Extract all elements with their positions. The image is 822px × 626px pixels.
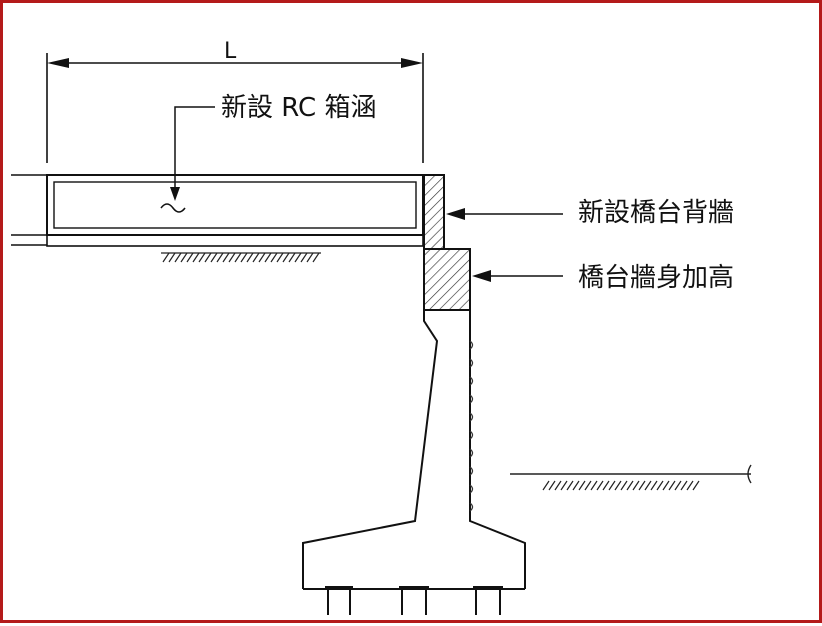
abutment-raise-label: 橋台牆身加高 <box>578 263 735 293</box>
bridge-abutment-drawing <box>11 53 752 615</box>
abutment-backwall-label: 新設橋台背牆 <box>578 198 735 228</box>
rc-box-culvert-label: 新設 RC 箱涵 <box>221 93 377 123</box>
stem-texture <box>469 340 474 512</box>
rc-box-culvert <box>46 174 424 247</box>
piles <box>325 586 503 615</box>
dimension-label: L <box>224 39 237 64</box>
abutment-raise <box>423 248 471 311</box>
ground-hatch-left <box>161 252 321 263</box>
rc-box-leader <box>160 106 215 213</box>
abutment-stem <box>302 310 526 590</box>
existing-deck <box>11 174 47 246</box>
label-leaders <box>446 208 563 282</box>
abutment-backwall <box>423 174 445 250</box>
ground-hatch-right <box>510 464 752 491</box>
dimension-line <box>46 53 424 163</box>
